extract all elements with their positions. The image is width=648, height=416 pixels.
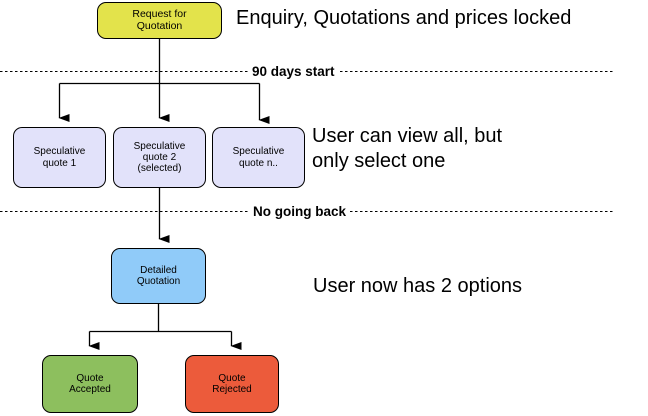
node-speculative-quote-2-selected[interactable]: Speculative quote 2 (selected) bbox=[113, 127, 206, 188]
node-quote-rejected[interactable]: Quote Rejected bbox=[185, 355, 279, 413]
node-quote-accepted[interactable]: Quote Accepted bbox=[42, 355, 138, 413]
annotation-view-all-select-one: User can view all, but only select one bbox=[312, 125, 503, 172]
node-detailed-quotation[interactable]: Detailed Quotation bbox=[111, 248, 206, 304]
connector-rfq-to-speculative bbox=[58, 39, 270, 124]
node-speculative-quote-n[interactable]: Speculative quote n.. bbox=[212, 127, 305, 188]
node-speculative-quote-1[interactable]: Speculative quote 1 bbox=[13, 127, 106, 188]
node-request-for-quotation[interactable]: Request for Quotation bbox=[97, 2, 222, 39]
annotation-enquiry-locked: Enquiry, Quotations and prices locked bbox=[236, 7, 572, 29]
phase-label-no-going-back: No going back bbox=[250, 204, 350, 219]
connector-detailed-to-outcomes bbox=[88, 304, 242, 350]
phase-label-90-days-start: 90 days start bbox=[249, 64, 338, 79]
annotation-two-options: User now has 2 options bbox=[313, 275, 523, 297]
